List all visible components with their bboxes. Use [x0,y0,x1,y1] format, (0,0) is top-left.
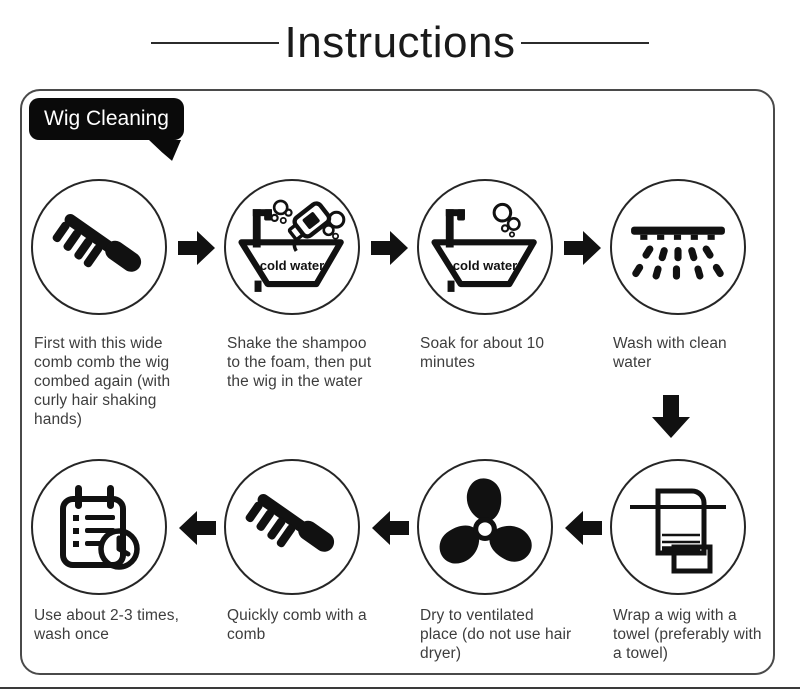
cold-water-label: cold water [453,258,518,273]
arrow-left-icon [565,511,602,545]
step-caption: Use about 2-3 times, wash once [34,607,180,643]
fan-graphic [439,478,532,564]
towel-graphic [630,488,726,574]
comb-graphic [52,214,142,272]
basin-shampoo-bubbles-icon: cold water [224,179,360,315]
step-caption: Soak for about 10 minutes [420,335,545,371]
fan-icon [417,459,553,595]
step-caption: First with this wide comb comb the wig c… [34,335,171,428]
step-caption: Dry to ventilated place (do not use hair… [420,607,572,662]
calendar-clock-icon [31,459,167,595]
wide-tooth-comb-icon [31,179,167,315]
page-title: Instructions [284,18,516,67]
towel-rail-icon [610,459,746,595]
cold-water-label: cold water [260,258,325,273]
arrow-right-icon [178,231,215,265]
step-caption: Shake the shampoo to the foam, then put … [227,335,372,390]
step-caption: Wash with clean water [613,335,727,371]
arrow-right-icon [564,231,601,265]
wig-cleaning-label: Wig Cleaning [29,98,184,161]
bottom-edge-line [0,687,800,689]
arrow-down-icon [652,395,690,438]
title-rule-left [150,42,279,44]
shower-graphic [631,226,725,280]
arrow-left-icon [179,511,216,545]
title-rule-right [521,42,650,44]
arrow-left-icon [372,511,409,545]
comb-graphic [245,494,335,552]
wide-tooth-comb-icon [224,459,360,595]
basin-bubbles-icon: cold water [417,179,553,315]
step-caption: Wrap a wig with a towel (preferably with… [613,607,762,662]
basin-shampoo-graphic: cold water [238,199,346,292]
calendar-graphic [60,485,140,570]
wig-cleaning-panel: Wig Cleaning [20,89,775,675]
wig-cleaning-label-text: Wig Cleaning [44,107,169,130]
arrow-right-icon [371,231,408,265]
basin-soak-graphic: cold water [431,202,537,292]
bubble-tail [149,140,181,161]
step-caption: Quickly comb with a comb [227,607,367,643]
page-header: Instructions [0,0,800,86]
shower-spray-icon [610,179,746,315]
